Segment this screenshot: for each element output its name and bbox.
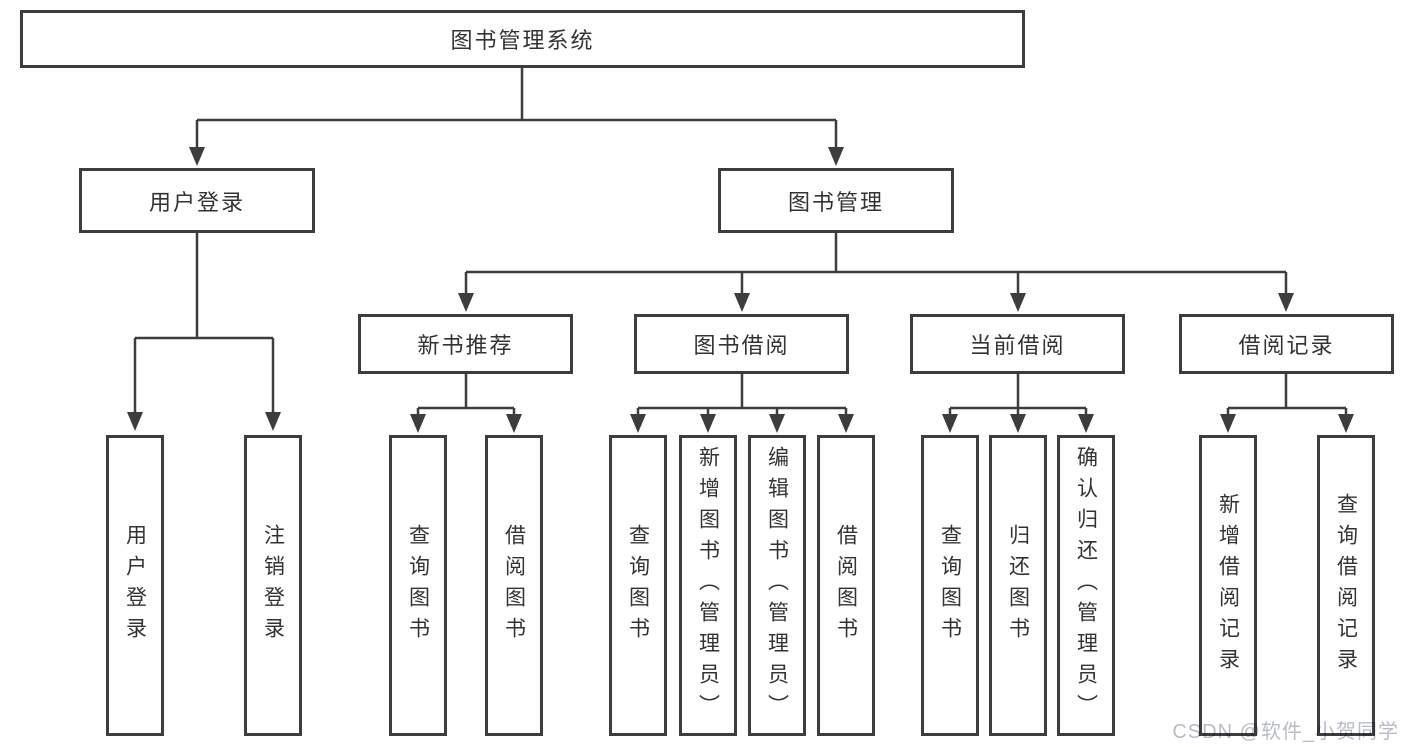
node-root: 图书管理系统: [20, 10, 1025, 68]
node-current-borrow: 当前借阅: [910, 314, 1125, 374]
leaf-recommend-query-books: 查询图书: [389, 435, 447, 736]
leaf-label: 查询借阅记录: [1334, 492, 1358, 679]
node-borrow-records: 借阅记录: [1179, 314, 1394, 374]
leaf-add-borrow-record: 新增借阅记录: [1199, 435, 1257, 736]
node-new-book-recommend: 新书推荐: [358, 314, 573, 374]
node-book-borrow: 图书借阅: [634, 314, 849, 374]
leaf-add-books-admin: 新增图书（管理员）: [679, 435, 737, 736]
leaf-label: 编辑图书（管理员）: [765, 446, 789, 725]
connector-root-to-level2: [189, 68, 844, 166]
leaf-label: 借阅图书: [834, 523, 858, 648]
connector-current-borrow-to-leaves: [942, 374, 1094, 433]
leaf-label: 用户登录: [123, 523, 147, 648]
leaf-borrow-query-books: 查询图书: [609, 435, 667, 736]
node-book-management: 图书管理: [718, 168, 954, 233]
leaf-current-query-books: 查询图书: [921, 435, 979, 736]
leaf-confirm-return-admin: 确认归还（管理员）: [1057, 435, 1115, 736]
leaf-label: 查询图书: [938, 523, 962, 648]
leaf-label: 查询图书: [626, 523, 650, 648]
leaf-query-borrow-record: 查询借阅记录: [1317, 435, 1375, 736]
leaf-return-books: 归还图书: [989, 435, 1047, 736]
leaf-label: 归还图书: [1006, 523, 1030, 648]
leaf-label: 查询图书: [406, 523, 430, 648]
connector-book-management-to-level3: [458, 233, 1294, 312]
leaf-logout: 注销登录: [244, 435, 302, 736]
leaf-label: 借阅图书: [502, 523, 526, 648]
leaf-edit-books-admin: 编辑图书（管理员）: [748, 435, 806, 736]
connector-new-book-recommend-to-leaves: [410, 374, 522, 433]
connector-book-borrow-to-leaves: [630, 374, 854, 433]
leaf-label: 注销登录: [261, 523, 285, 648]
leaf-label: 新增借阅记录: [1216, 492, 1240, 679]
leaf-user-login: 用户登录: [106, 435, 164, 736]
csdn-watermark: CSDN @软件_小贺同学: [1172, 721, 1399, 743]
node-user-login: 用户登录: [79, 168, 315, 233]
leaf-label: 新增图书（管理员）: [696, 446, 720, 725]
connector-borrow-records-to-leaves: [1220, 374, 1354, 433]
connector-user-login-to-leaves: [127, 233, 281, 431]
leaf-recommend-borrow-books: 借阅图书: [485, 435, 543, 736]
leaf-borrow-books: 借阅图书: [817, 435, 875, 736]
leaf-label: 确认归还（管理员）: [1074, 446, 1098, 725]
